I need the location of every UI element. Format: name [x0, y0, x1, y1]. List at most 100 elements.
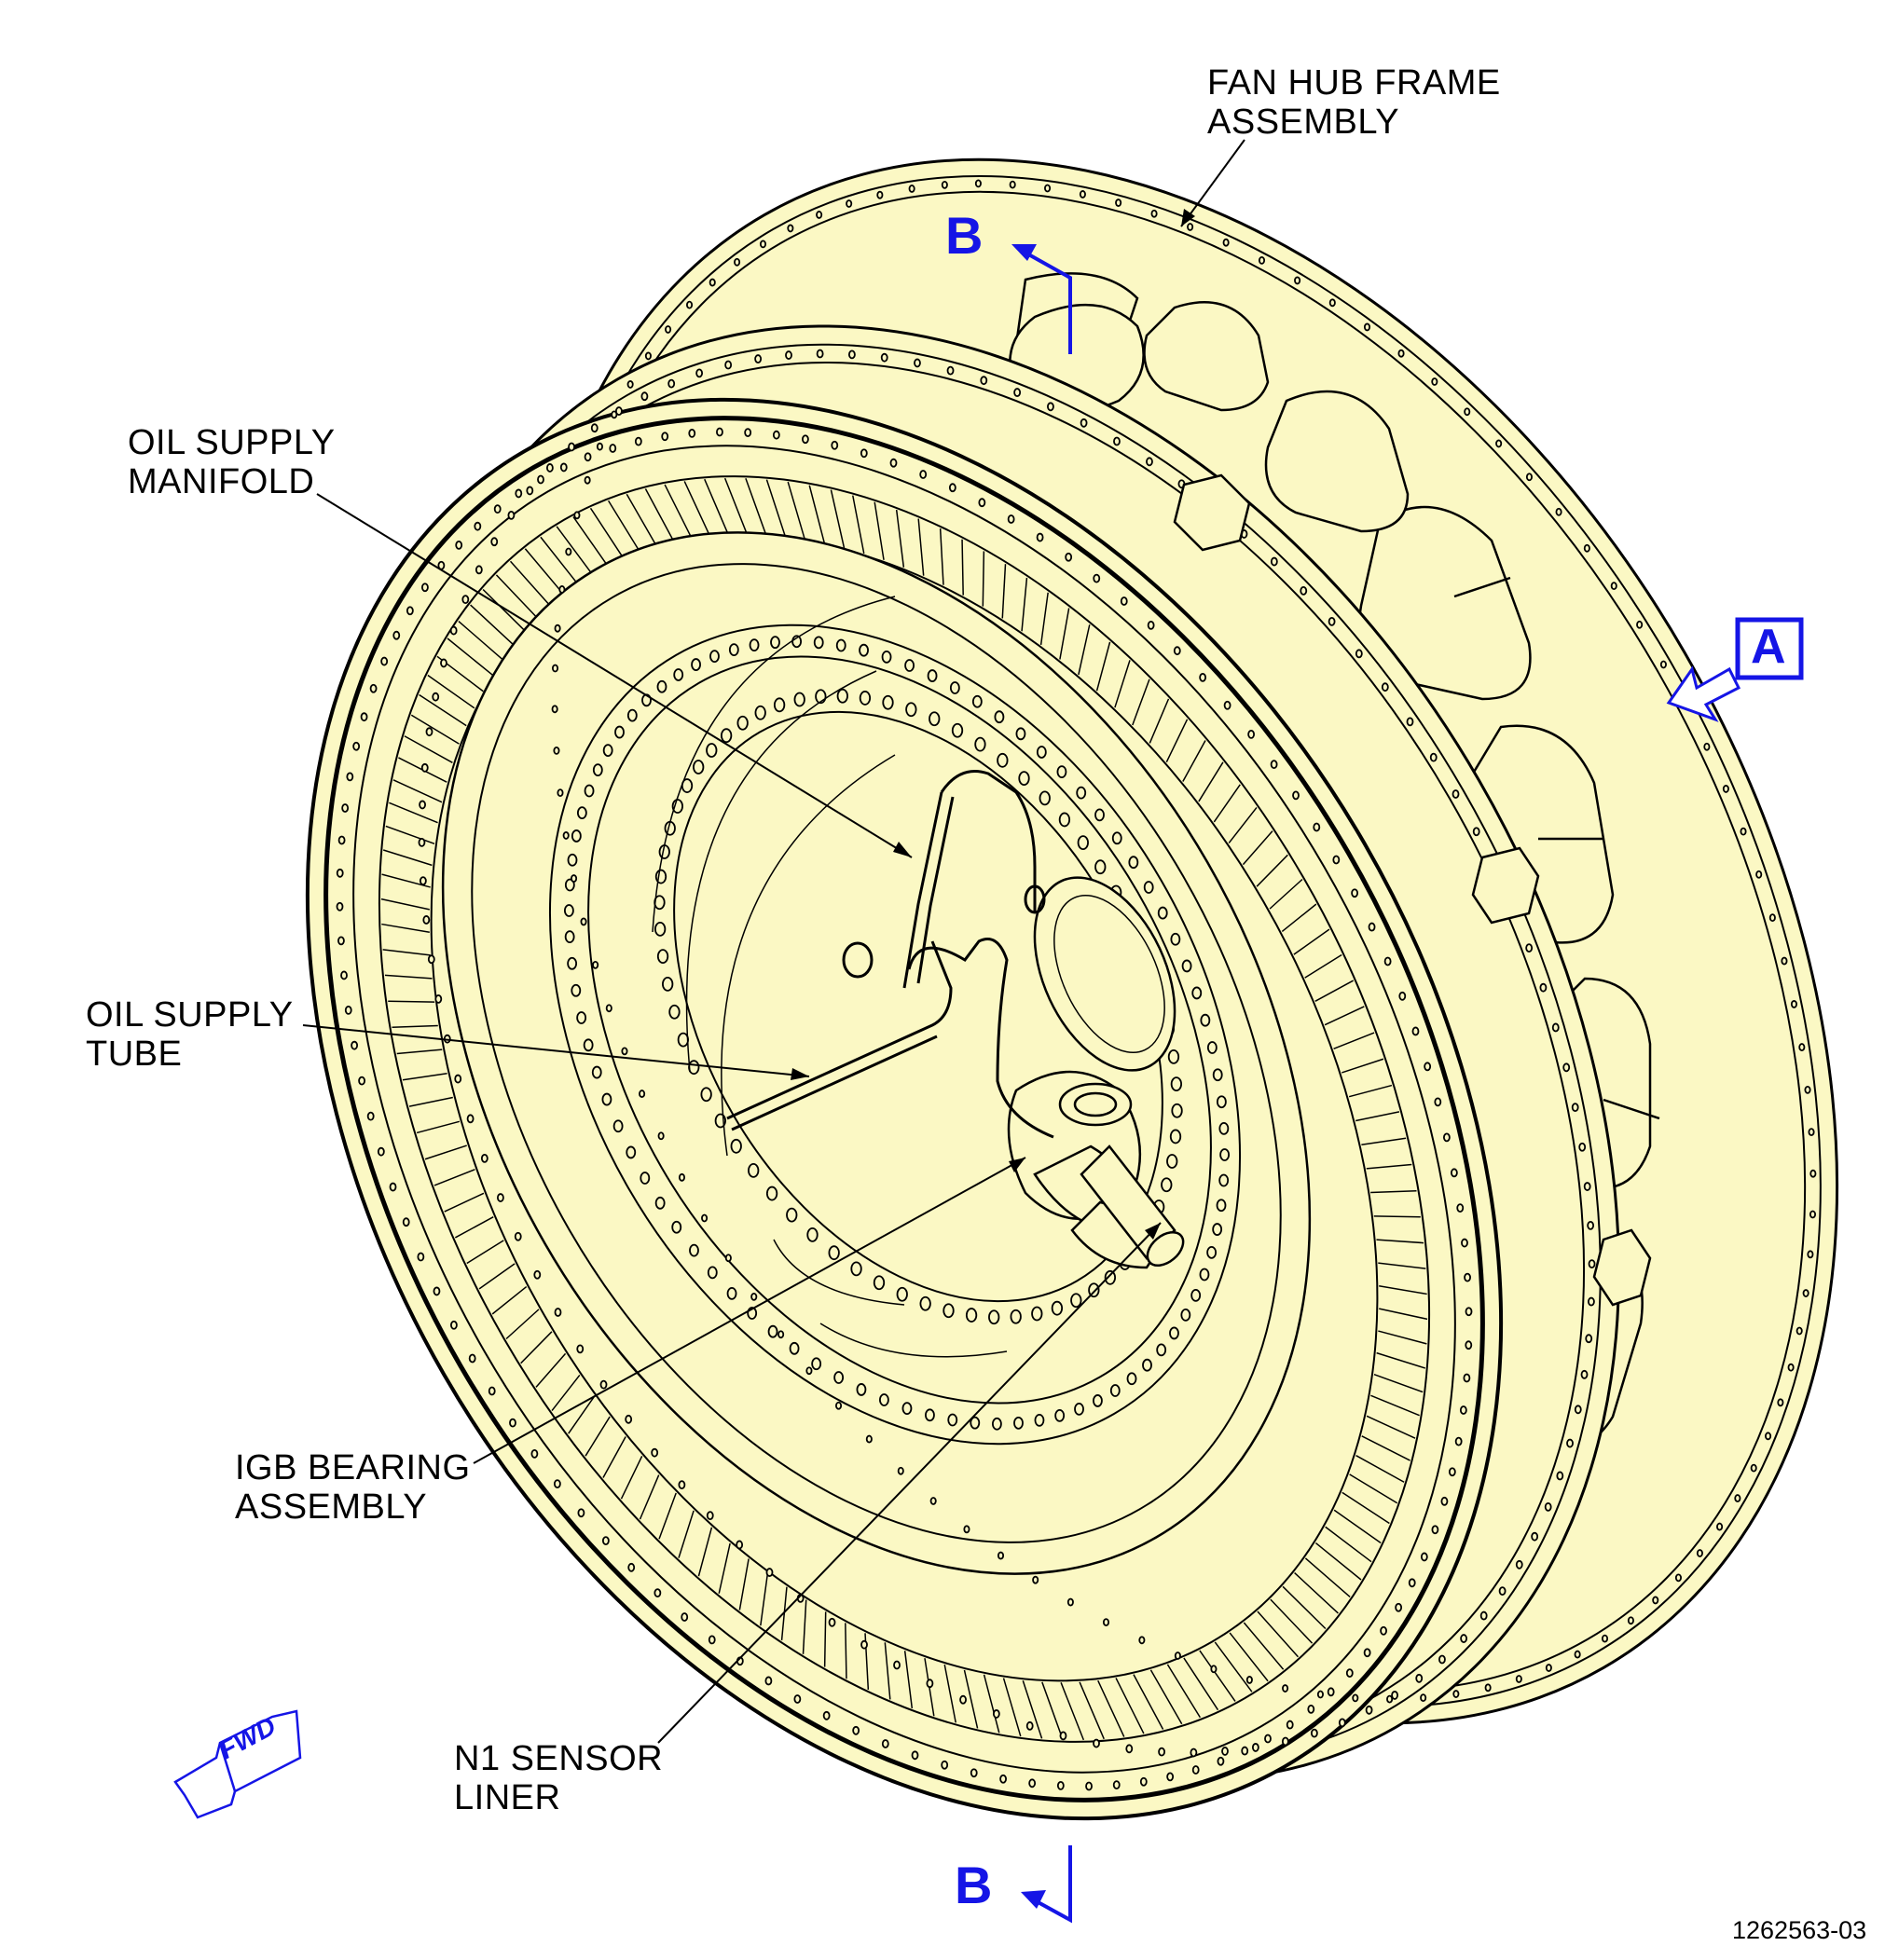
bolt-hole: [1199, 672, 1207, 682]
bolt-hole: [1161, 1177, 1173, 1193]
bolt-hole: [1464, 407, 1471, 417]
vane: [381, 923, 430, 933]
vane: [607, 500, 642, 555]
bolt-hole: [1007, 514, 1015, 524]
bolt-hole: [422, 915, 431, 925]
bolt-hole: [1113, 436, 1121, 446]
bolt-hole: [1166, 1154, 1178, 1169]
bolt-hole: [553, 746, 560, 755]
bolt-hole: [352, 741, 361, 751]
vane: [380, 898, 430, 911]
vane: [1079, 1681, 1105, 1740]
bolt-hole: [559, 462, 568, 473]
bolt-hole: [1282, 1684, 1289, 1693]
vane: [1314, 980, 1355, 1002]
vane: [433, 1169, 475, 1186]
bolt-hole: [1286, 1720, 1294, 1730]
vane: [852, 495, 865, 555]
bolt-hole: [678, 1172, 685, 1182]
vane: [427, 674, 475, 709]
bolt-hole: [1294, 276, 1301, 285]
bolt-hole: [789, 1341, 800, 1355]
bolt-hole: [942, 1303, 955, 1319]
bolt-hole: [759, 240, 767, 249]
vane: [454, 1216, 494, 1239]
bolt-hole: [1804, 1085, 1811, 1094]
bolt-hole: [1059, 1731, 1067, 1741]
bolt-hole: [1094, 859, 1107, 875]
vanes: [380, 477, 1428, 1741]
bolt-hole: [764, 1676, 773, 1686]
bolt-hole: [1459, 1405, 1467, 1415]
vane: [396, 1049, 443, 1055]
bolt-hole: [1578, 1142, 1587, 1152]
bolt-hole: [584, 475, 591, 485]
bolt-hole: [377, 1146, 385, 1157]
bolt-hole: [908, 185, 915, 193]
bolt-hole: [974, 736, 986, 752]
bolt-hole: [1332, 855, 1341, 865]
bolt-hole: [889, 458, 898, 468]
bolt-hole: [1051, 1300, 1064, 1316]
label-oil-supply-manifold: OIL SUPPLY MANIFOLD: [128, 423, 336, 501]
bolt-hole: [654, 1588, 662, 1598]
bolt-hole: [1221, 1747, 1229, 1756]
bolt-hole: [709, 278, 716, 287]
vane: [1228, 806, 1258, 844]
bolt-hole: [693, 760, 705, 774]
bolt-hole: [380, 656, 389, 666]
bolt-hole: [873, 1275, 886, 1291]
bolt-hole: [346, 772, 354, 782]
vane: [495, 574, 539, 620]
vane: [1333, 1032, 1375, 1049]
bolt-hole: [881, 1739, 889, 1748]
bolt-hole: [1355, 649, 1363, 659]
bolt-hole: [1170, 932, 1181, 946]
vane: [1282, 1585, 1327, 1630]
hub-contours: [652, 596, 1008, 1358]
vane: [802, 1599, 807, 1654]
view-a-arrow: [1666, 665, 1741, 722]
bolt-hole: [601, 1092, 612, 1106]
vane: [1059, 608, 1070, 660]
bolt-hole: [678, 1480, 686, 1490]
vane: [917, 518, 925, 576]
bolt-hole: [1765, 1432, 1772, 1441]
bolt-hole: [605, 1004, 612, 1013]
bolt-hole: [419, 800, 426, 810]
bolt-hole: [1463, 1373, 1471, 1383]
bolt-hole: [1809, 1210, 1817, 1219]
vane: [1183, 1657, 1219, 1711]
bolt-hole: [673, 668, 684, 681]
bolt-hole: [1157, 906, 1168, 920]
bolt-hole: [1398, 991, 1407, 1001]
bolt-hole: [951, 722, 964, 738]
bolt-hole: [625, 1414, 633, 1424]
bolt-hole: [1031, 1306, 1043, 1322]
vane: [1097, 1679, 1125, 1737]
vane: [416, 1120, 461, 1134]
bolt-hole: [1696, 1549, 1703, 1557]
bolt-hole: [1809, 1169, 1817, 1178]
bolt-hole: [656, 949, 669, 965]
vane: [1376, 1351, 1426, 1369]
bolt-hole: [1128, 856, 1139, 870]
bolt-hole: [602, 744, 613, 758]
bolt-hole: [475, 565, 483, 575]
bolt-hole: [1328, 298, 1336, 308]
bolt-hole: [1036, 532, 1044, 542]
bolt-hole: [341, 803, 350, 813]
bolt-hole: [749, 638, 760, 652]
vane: [1095, 641, 1111, 692]
vane: [704, 478, 730, 537]
bolt-hole: [728, 643, 739, 657]
vane: [1229, 1632, 1269, 1682]
bolt-hole: [1191, 1765, 1200, 1775]
vane: [1257, 1610, 1300, 1658]
vane: [540, 536, 580, 586]
bolt-hole: [1703, 742, 1711, 751]
bolt-hole: [611, 410, 618, 419]
bolt-hole: [689, 1243, 699, 1257]
bolt-hole: [1544, 1501, 1552, 1512]
bolt-hole: [1171, 1103, 1183, 1118]
